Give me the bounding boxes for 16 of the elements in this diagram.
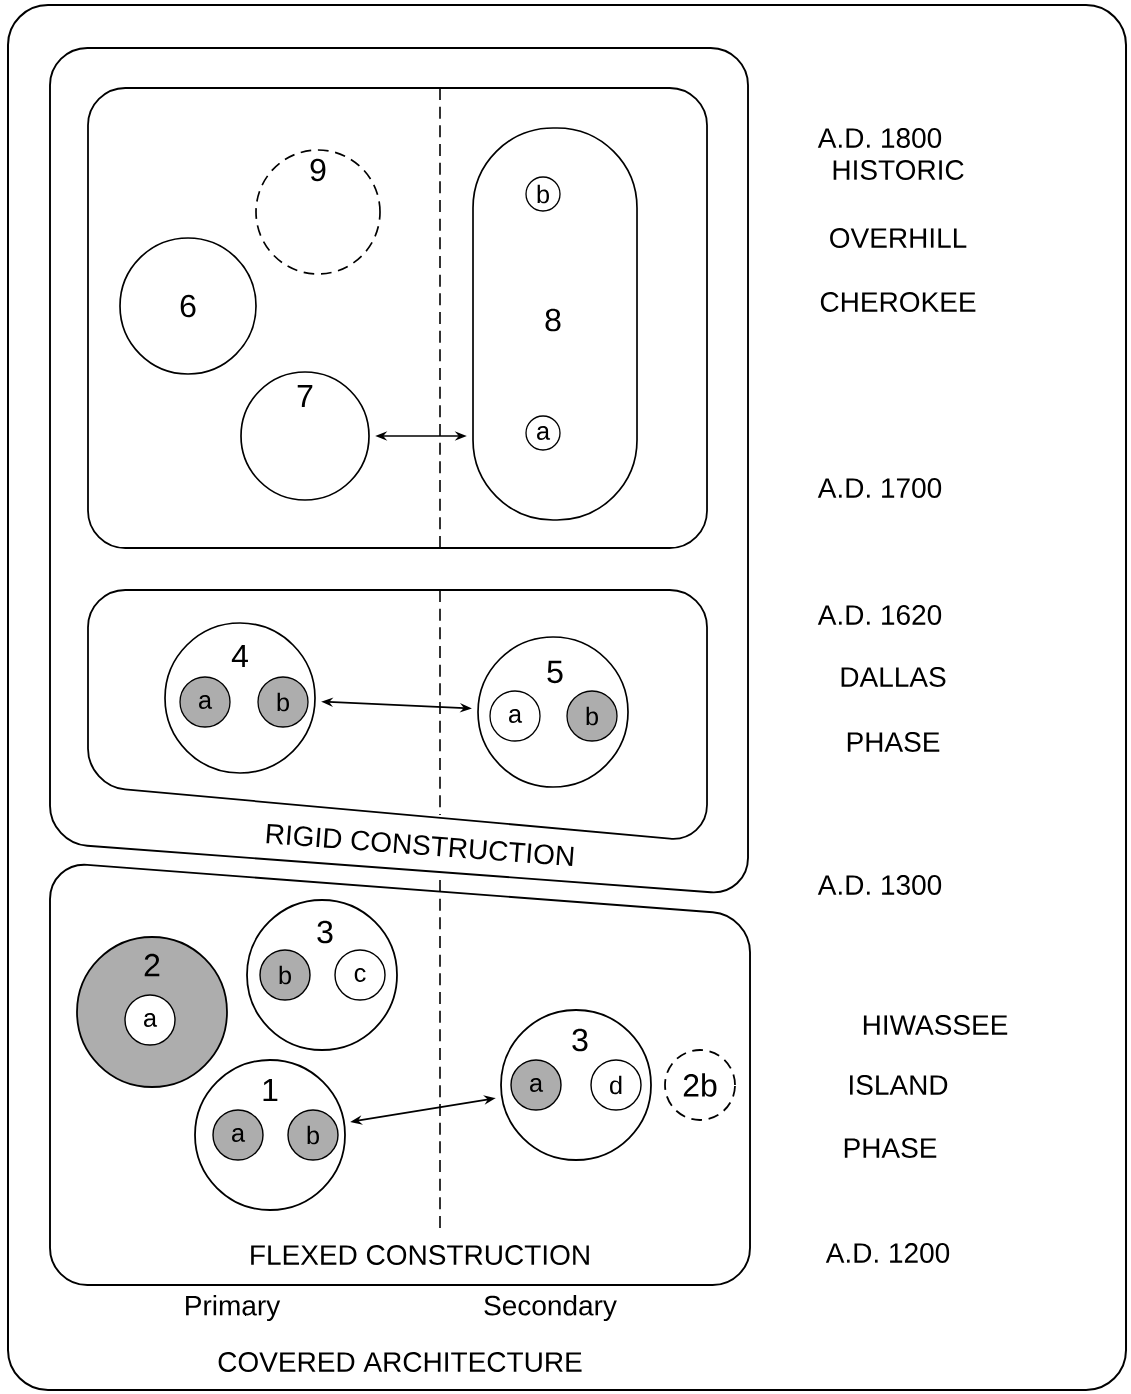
- label: CHEROKEE: [820, 292, 976, 312]
- label: A.D. 1620: [817, 605, 942, 625]
- label: HISTORIC: [833, 160, 964, 180]
- label: A.D. 1800: [817, 128, 942, 148]
- label: PHASE: [847, 732, 940, 752]
- label: Primary: [186, 1294, 281, 1322]
- label: OVERHILL: [830, 228, 967, 248]
- label: ISLAND: [850, 1075, 948, 1095]
- label: PHASE: [844, 1138, 937, 1158]
- label: A.D. 1200: [825, 1243, 950, 1263]
- label: A.D. 1300: [817, 875, 942, 895]
- phase-panel: [87, 87, 708, 549]
- label: Secondary: [484, 1294, 617, 1322]
- label: A.D. 1700: [817, 478, 942, 498]
- label: DALLAS: [841, 667, 946, 687]
- label: HIWASSEE: [863, 1015, 1008, 1035]
